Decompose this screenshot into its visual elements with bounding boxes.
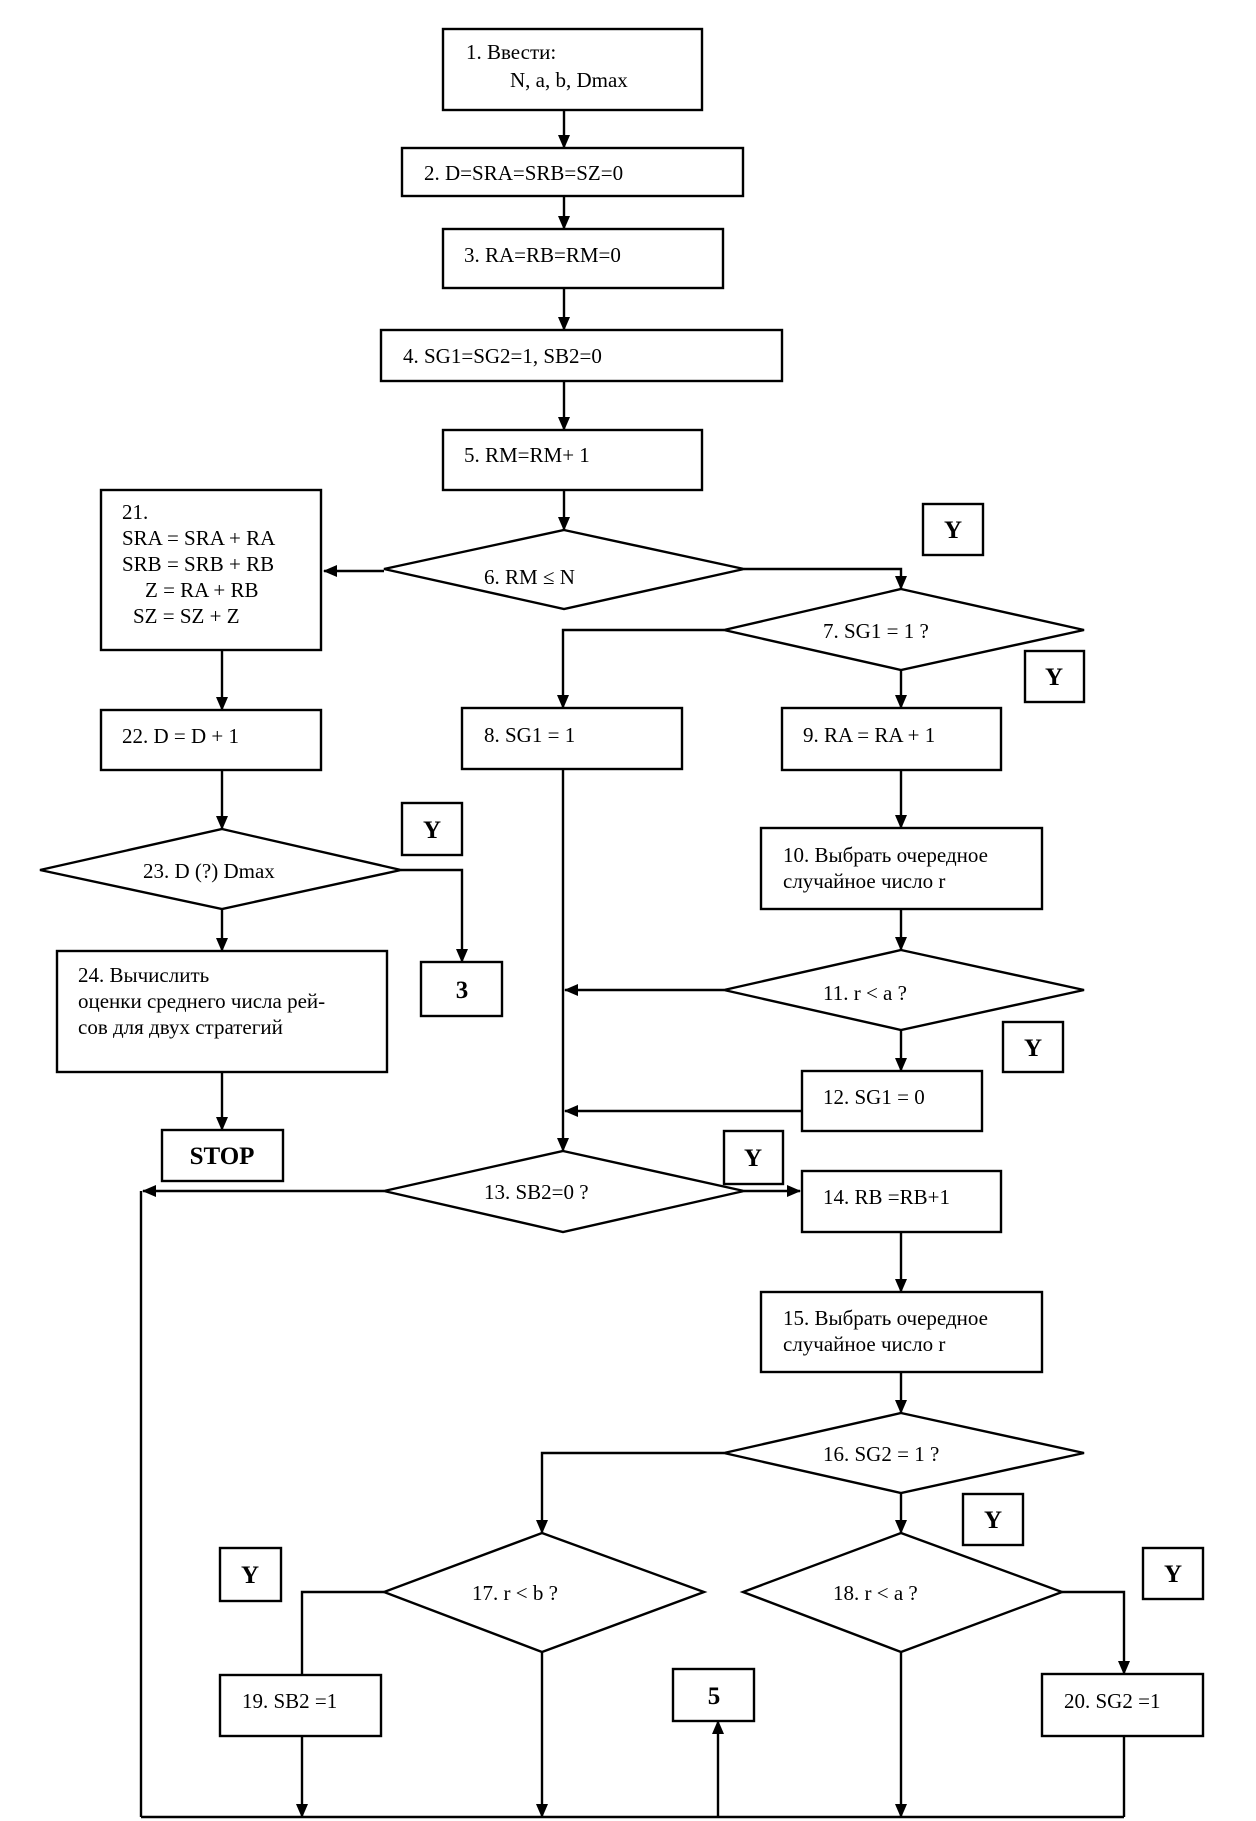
arrow-7-to-8 [557, 628, 724, 709]
decision-18-text: 18. r < a ? [833, 1581, 918, 1605]
block-14: 14. RB =RB+1 [800, 1169, 1003, 1234]
block-12: 12. SG1 = 0 [800, 1069, 984, 1133]
block-24-line-3: сов для двух стратегий [78, 1015, 283, 1039]
yes-label-17: Y [218, 1546, 283, 1603]
yes-label-6-text: Y [944, 517, 962, 544]
block-19: 19. SB2 =1 [218, 1673, 383, 1738]
yes-label-11-text: Y [1024, 1035, 1042, 1062]
decision-11: 11. r < a ? [723, 948, 1085, 1032]
block-21-line-3: SRB = SRB + RB [122, 552, 274, 576]
yes-label-18: Y [1141, 1546, 1205, 1601]
arrow-6-to-7 [744, 567, 907, 590]
decision-18: 18. r < a ? [739, 1531, 1066, 1654]
decision-6-text: 6. RM ≤ N [484, 565, 575, 589]
block-5-text: 5. RM=RM+ 1 [464, 443, 590, 467]
block-9-text: 9. RA = RA + 1 [803, 723, 935, 747]
block-12-text: 12. SG1 = 0 [823, 1085, 925, 1109]
block-21-line-4: Z = RA + RB [145, 578, 259, 602]
yes-label-13: Y [722, 1129, 785, 1186]
connector-3-label: 3 [456, 977, 469, 1004]
stop-terminal: STOP [160, 1128, 285, 1183]
arrow-18-to-20 [1062, 1590, 1130, 1675]
connector-5-label: 5 [708, 1683, 721, 1710]
block-15: 15. Выбрать очередное случайное число r [759, 1290, 1044, 1374]
block-2-text: 2. D=SRA=SRB=SZ=0 [424, 161, 623, 185]
yes-label-7-text: Y [1045, 664, 1063, 691]
decision-13-text: 13. SB2=0 ? [484, 1180, 589, 1204]
block-1: 1. Ввести: N, a, b, Dmax [441, 27, 704, 112]
decision-7: 7. SG1 = 1 ? [723, 587, 1085, 672]
arrow-23-to-3 [401, 868, 468, 963]
block-21-line-2: SRA = SRA + RA [122, 526, 276, 550]
block-4-text: 4. SG1=SG2=1, SB2=0 [403, 344, 602, 368]
arrow-17-to-19 [300, 1590, 384, 1675]
yes-label-16: Y [961, 1492, 1025, 1547]
block-20: 20. SG2 =1 [1040, 1672, 1205, 1738]
block-3: 3. RA=RB=RM=0 [441, 227, 725, 290]
block-22-text: 22. D = D + 1 [122, 724, 239, 748]
decision-17: 17. r < b ? [380, 1531, 708, 1654]
block-2: 2. D=SRA=SRB=SZ=0 [400, 146, 745, 198]
connectors [139, 110, 1130, 1819]
decision-7-text: 7. SG1 = 1 ? [823, 619, 929, 643]
block-9: 9. RA = RA + 1 [780, 706, 1003, 772]
yes-label-23: Y [400, 801, 464, 857]
block-19-text: 19. SB2 =1 [242, 1689, 337, 1713]
block-8: 8. SG1 = 1 [460, 706, 684, 771]
block-1-line-2: N, a, b, Dmax [510, 68, 628, 92]
block-24-line-1: 24. Вычислить [78, 963, 209, 987]
decision-17-text: 17. r < b ? [472, 1581, 558, 1605]
block-5: 5. RM=RM+ 1 [441, 428, 704, 492]
block-1-line-1: 1. Ввести: [466, 40, 556, 64]
decision-23-text: 23. D (?) Dmax [143, 859, 275, 883]
block-24-line-2: оценки среднего числа рей- [78, 989, 325, 1013]
decision-23: 23. D (?) Dmax [39, 827, 402, 911]
block-21: 21. SRA = SRA + RA SRB = SRB + RB Z = RA… [99, 488, 323, 652]
block-24: 24. Вычислить оценки среднего числа рей-… [55, 949, 389, 1074]
yes-label-13-text: Y [744, 1145, 762, 1172]
block-21-line-1: 21. [122, 500, 148, 524]
decision-16-text: 16. SG2 = 1 ? [823, 1442, 939, 1466]
connector-5: 5 [671, 1667, 756, 1723]
block-15-line-2: случайное число r [783, 1332, 945, 1356]
block-15-line-1: 15. Выбрать очередное [783, 1306, 988, 1330]
block-8-text: 8. SG1 = 1 [484, 723, 575, 747]
decision-16: 16. SG2 = 1 ? [723, 1411, 1085, 1495]
block-21-line-5: SZ = SZ + Z [133, 604, 240, 628]
yes-label-6: Y [921, 502, 985, 557]
block-10: 10. Выбрать очередное случайное число r [759, 826, 1044, 911]
block-20-text: 20. SG2 =1 [1064, 1689, 1160, 1713]
yes-label-17-text: Y [241, 1562, 259, 1589]
yes-label-18-text: Y [1164, 1561, 1182, 1588]
connector-3: 3 [419, 960, 504, 1018]
yes-label-23-text: Y [423, 817, 441, 844]
decision-6: 6. RM ≤ N [383, 528, 745, 611]
yes-label-16-text: Y [984, 1507, 1002, 1534]
block-3-text: 3. RA=RB=RM=0 [464, 243, 621, 267]
stop-label: STOP [190, 1143, 255, 1170]
block-10-line-1: 10. Выбрать очередное [783, 843, 988, 867]
block-14-text: 14. RB =RB+1 [823, 1185, 950, 1209]
yes-label-7: Y [1023, 649, 1086, 704]
block-22: 22. D = D + 1 [99, 708, 323, 772]
yes-label-11: Y [1001, 1020, 1065, 1074]
decision-13: 13. SB2=0 ? [383, 1149, 745, 1234]
block-4: 4. SG1=SG2=1, SB2=0 [379, 328, 784, 383]
decision-11-text: 11. r < a ? [823, 981, 907, 1005]
block-10-line-2: случайное число r [783, 869, 945, 893]
arrow-16-to-17 [536, 1451, 724, 1534]
